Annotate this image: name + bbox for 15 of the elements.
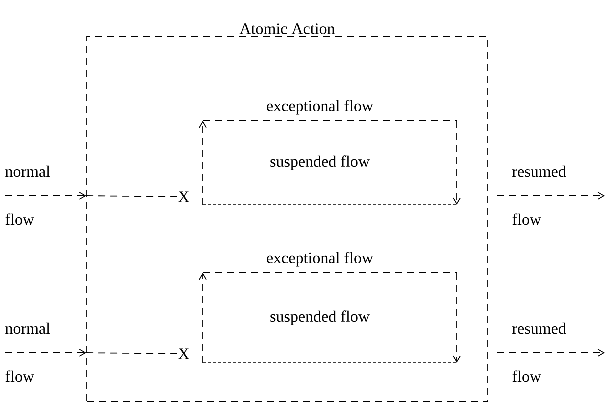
- edge-label: normal flow: [6, 322, 50, 382]
- flow-heading: exceptional flow: [267, 252, 374, 267]
- exception-mark: X: [178, 348, 190, 360]
- edge-label: resumed flow: [512, 322, 566, 382]
- flow-label: suspended flow: [270, 156, 370, 170]
- edge-label: resumed flow: [512, 166, 566, 226]
- flow-arrow: [4, 349, 87, 357]
- flow-arrow: [496, 192, 605, 200]
- flow-arrow: [496, 349, 605, 357]
- flow-heading: exceptional flow: [267, 100, 374, 115]
- flow-label: suspended flow: [270, 310, 370, 326]
- edge-label: normal flow: [6, 166, 50, 226]
- node-label: Atomic Action: [240, 24, 336, 34]
- flow-arrow: [4, 192, 87, 200]
- exception-mark: X: [178, 192, 190, 202]
